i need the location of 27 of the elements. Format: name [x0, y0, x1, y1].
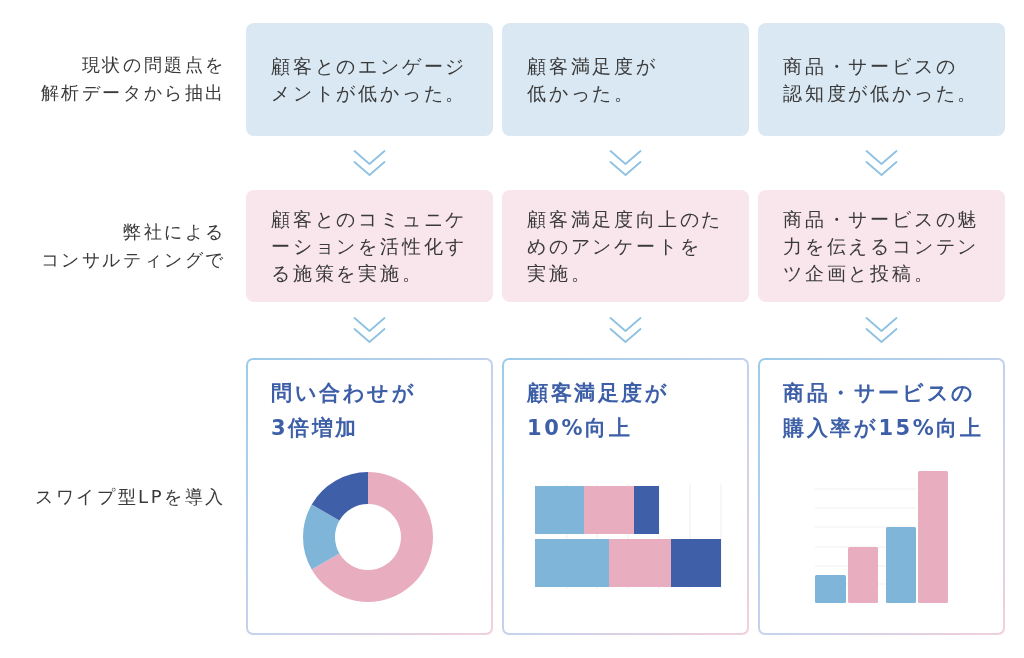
double-chevron-arrow	[865, 317, 898, 343]
box-text: 商品・サービスの魅力を伝えるコンテンツ企画と投稿。	[783, 206, 980, 286]
double-chevron-arrow	[609, 150, 642, 176]
box-text: 顧客とのエンゲージメントが低かった。	[271, 53, 468, 106]
box-text: 商品・サービスの認知度が低かった。	[783, 53, 980, 106]
measure-box	[502, 190, 749, 302]
box-text: 顧客満足度向上のためのアンケートを実施。	[527, 206, 724, 286]
box-text: 顧客満足度が低かった。	[527, 53, 658, 106]
result-heading: 顧客満足度が10%向上	[527, 380, 670, 442]
result-heading: 商品・サービスの購入率が15%向上	[783, 380, 984, 442]
measure-box	[758, 190, 1005, 302]
double-chevron-arrow	[865, 150, 898, 176]
row-label: スワイプ型LPを導入	[35, 485, 226, 509]
double-chevron-arrow	[353, 317, 386, 343]
problem-box	[246, 23, 493, 136]
problem-box	[758, 23, 1005, 136]
double-chevron-arrow	[353, 150, 386, 176]
measure-box	[246, 190, 493, 302]
row-label: 弊社によるコンサルティングで	[40, 220, 226, 272]
result-card	[758, 358, 1005, 635]
result-card	[246, 358, 493, 635]
double-chevron-arrow	[609, 317, 642, 343]
result-card	[502, 358, 749, 635]
box-text: 顧客とのコミュニケーションを活性化する施策を実施。	[271, 206, 468, 286]
row-label: 現状の問題点を解析データから抽出	[40, 53, 226, 105]
result-heading: 問い合わせが3倍増加	[271, 380, 417, 442]
problem-box	[502, 23, 749, 136]
